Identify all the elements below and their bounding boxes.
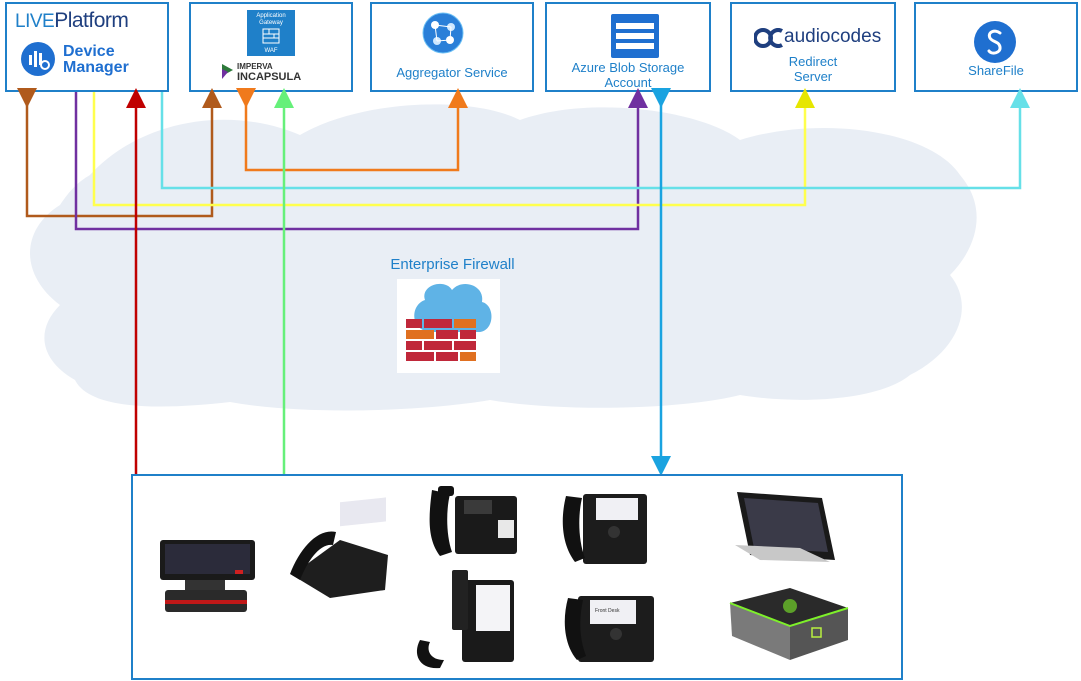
line-liveplatform-audiocodes [92, 88, 815, 207]
incapsula-text: INCAPSULA [237, 71, 302, 83]
audiocodes-box: audiocodes Redirect Server [730, 2, 896, 92]
sharefile-label: ShareFile [968, 63, 1024, 78]
line-liveplatform-blob [74, 88, 648, 231]
meeting-tablet [735, 492, 835, 562]
app-gateway-waf: WAF [264, 48, 278, 54]
audiocodes-wordmark: audiocodes [784, 26, 882, 47]
app-gateway-title: Application Gateway [256, 13, 286, 26]
sharefile-icon [974, 21, 1016, 63]
audiocodes-hub-device [729, 588, 849, 660]
sharefile-box: ShareFile [914, 2, 1078, 92]
device-manager-icon [21, 42, 55, 76]
blob-storage-label: Azure Blob Storage Account [571, 60, 685, 90]
room-console-device [160, 540, 255, 612]
liveplatform-logo-live: LIVE [15, 11, 55, 32]
blob-storage-icon [611, 14, 659, 58]
aggregator-label: Aggregator Service [396, 65, 508, 80]
desk-phone-4: Front Desk [564, 596, 654, 662]
imperva-text: IMPERVA [237, 62, 273, 71]
device-manager-label: Device Manager [63, 43, 129, 76]
aggregator-icon [422, 12, 464, 54]
line-liveplatform-sharefile [160, 88, 1030, 190]
app-gateway-icon: Application Gateway WAF [247, 10, 295, 56]
line-appgw-aggregator [236, 88, 468, 172]
desk-phone-4-screen-text: Front Desk [595, 608, 620, 614]
liveplatform-box: LIVEPlatform Device Manager [5, 2, 169, 92]
desk-phone-1 [290, 497, 388, 598]
desk-phone-2 [429, 486, 517, 556]
aggregator-box: Aggregator Service [370, 2, 534, 92]
redirect-server-label: Redirect Server [788, 54, 838, 84]
blob-storage-box: Azure Blob Storage Account [545, 2, 711, 92]
desk-phone-3 [562, 494, 647, 564]
touch-desk-phone [416, 570, 514, 669]
line-liveplatform-appgw [17, 88, 222, 218]
liveplatform-logo-platform: Platform [54, 9, 129, 32]
firewall-label: Enterprise Firewall [390, 256, 515, 273]
liveplatform-logo: LIVEPlatform [15, 9, 129, 33]
